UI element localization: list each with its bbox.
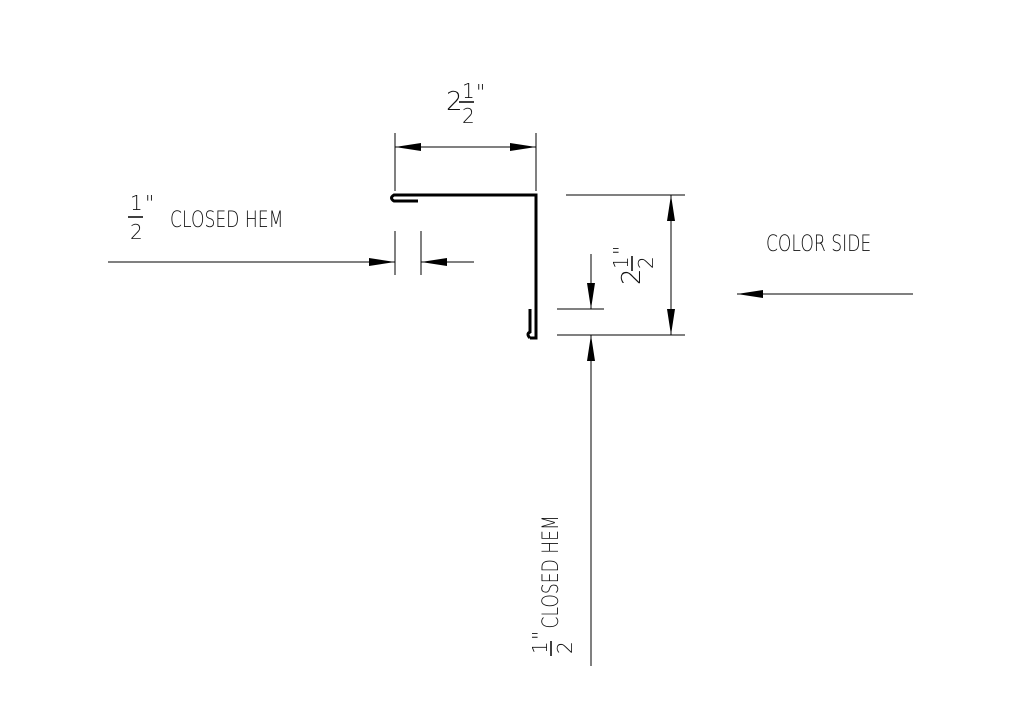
hem-label-left: 1 2 " CLOSED HEM bbox=[128, 191, 283, 244]
dim-top-mark: " bbox=[476, 80, 485, 104]
hem-label-bottom: 1 2 " CLOSED HEM bbox=[528, 515, 577, 656]
dim-right-whole: 2 bbox=[617, 268, 647, 285]
hem-bottom-numerator: 1 bbox=[528, 641, 552, 654]
dim-top-numerator: 1 bbox=[462, 79, 475, 103]
dim-right-numerator: 1 bbox=[609, 256, 633, 269]
dim-top-whole: 2 bbox=[446, 87, 463, 117]
hem-bottom-text: CLOSED HEM bbox=[538, 515, 564, 628]
dimension-label-right: 2 1 2 " bbox=[609, 246, 658, 285]
hem-left-denominator: 2 bbox=[130, 220, 143, 244]
hem-left-text: CLOSED HEM bbox=[170, 207, 283, 233]
hem-bottom-denominator: 2 bbox=[553, 641, 577, 654]
trim-profile bbox=[390, 193, 538, 340]
dim-top-denominator: 2 bbox=[462, 104, 475, 128]
color-side-callout: COLOR SIDE bbox=[737, 231, 913, 298]
profile-inner bbox=[526, 309, 532, 340]
hem-left-mark: " bbox=[145, 191, 154, 215]
hem-left-numerator: 1 bbox=[130, 191, 143, 215]
hem-bottom-mark: " bbox=[528, 631, 552, 640]
top-dimension: 2 1 2 " bbox=[394, 79, 537, 191]
color-side-label: COLOR SIDE bbox=[766, 231, 871, 257]
right-dimension: 2 1 2 " bbox=[557, 194, 685, 336]
dim-right-mark: " bbox=[609, 246, 633, 255]
left-hem-callout: 1 2 " CLOSED HEM bbox=[108, 191, 474, 275]
bottom-hem-callout: 1 2 " CLOSED HEM bbox=[528, 254, 604, 666]
dimension-label-top: 2 1 2 " bbox=[446, 79, 485, 128]
profile-outer bbox=[390, 193, 538, 340]
dim-right-denominator: 2 bbox=[634, 256, 658, 269]
